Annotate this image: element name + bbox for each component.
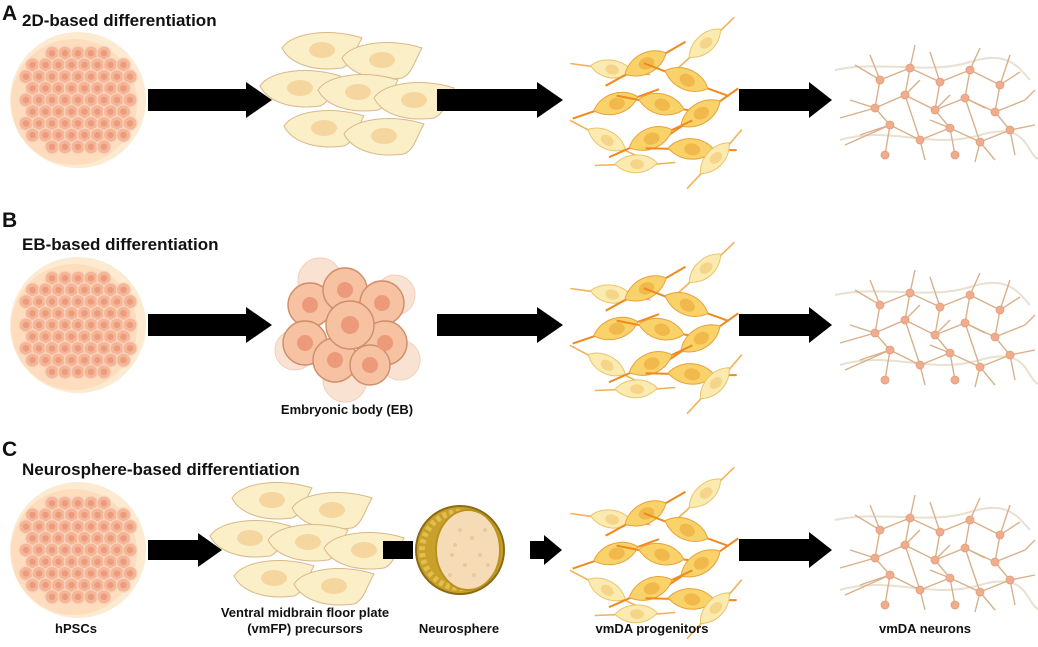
panel-a-title: 2D-based differentiation [22, 11, 217, 30]
arrow-head [246, 82, 272, 118]
arrow-head [544, 535, 562, 565]
panel-b-letter: B [2, 209, 18, 232]
arrow-head [809, 307, 832, 343]
arrow-shaft [530, 541, 544, 559]
panel-c-title: Neurosphere-based differentiation [22, 460, 300, 479]
arrow-head [246, 307, 272, 343]
arrow-shaft [437, 314, 537, 336]
caption-embryonic-body: Embryonic body (EB) [280, 402, 414, 417]
caption-vmfp-line1: Ventral midbrain floor plate [220, 605, 390, 620]
panel-a-letter: A [2, 2, 18, 25]
connector-bar [383, 541, 413, 559]
arrow-shaft [739, 314, 809, 336]
arrow-head [809, 532, 832, 568]
caption-neurosphere: Neurosphere [418, 621, 500, 636]
panel-c-letter: C [2, 438, 18, 461]
arrow-shaft [739, 89, 809, 111]
arrow-head [809, 82, 832, 118]
panel-b-title: EB-based differentiation [22, 235, 219, 254]
arrow-shaft [437, 89, 537, 111]
arrow-head [537, 82, 563, 118]
arrow-shaft [148, 540, 198, 560]
arrow-shaft [739, 539, 809, 561]
arrow-head [537, 307, 563, 343]
arrow-head [198, 533, 222, 567]
arrow-shaft [148, 314, 246, 336]
caption-vmfp-line2: (vmFP) precursors [247, 621, 363, 636]
arrow-shaft [148, 89, 246, 111]
caption-hpscs: hPSCs [55, 621, 97, 636]
caption-vmda-progenitors: vmDA progenitors [595, 621, 709, 636]
caption-vmda-neurons: vmDA neurons [879, 621, 971, 636]
